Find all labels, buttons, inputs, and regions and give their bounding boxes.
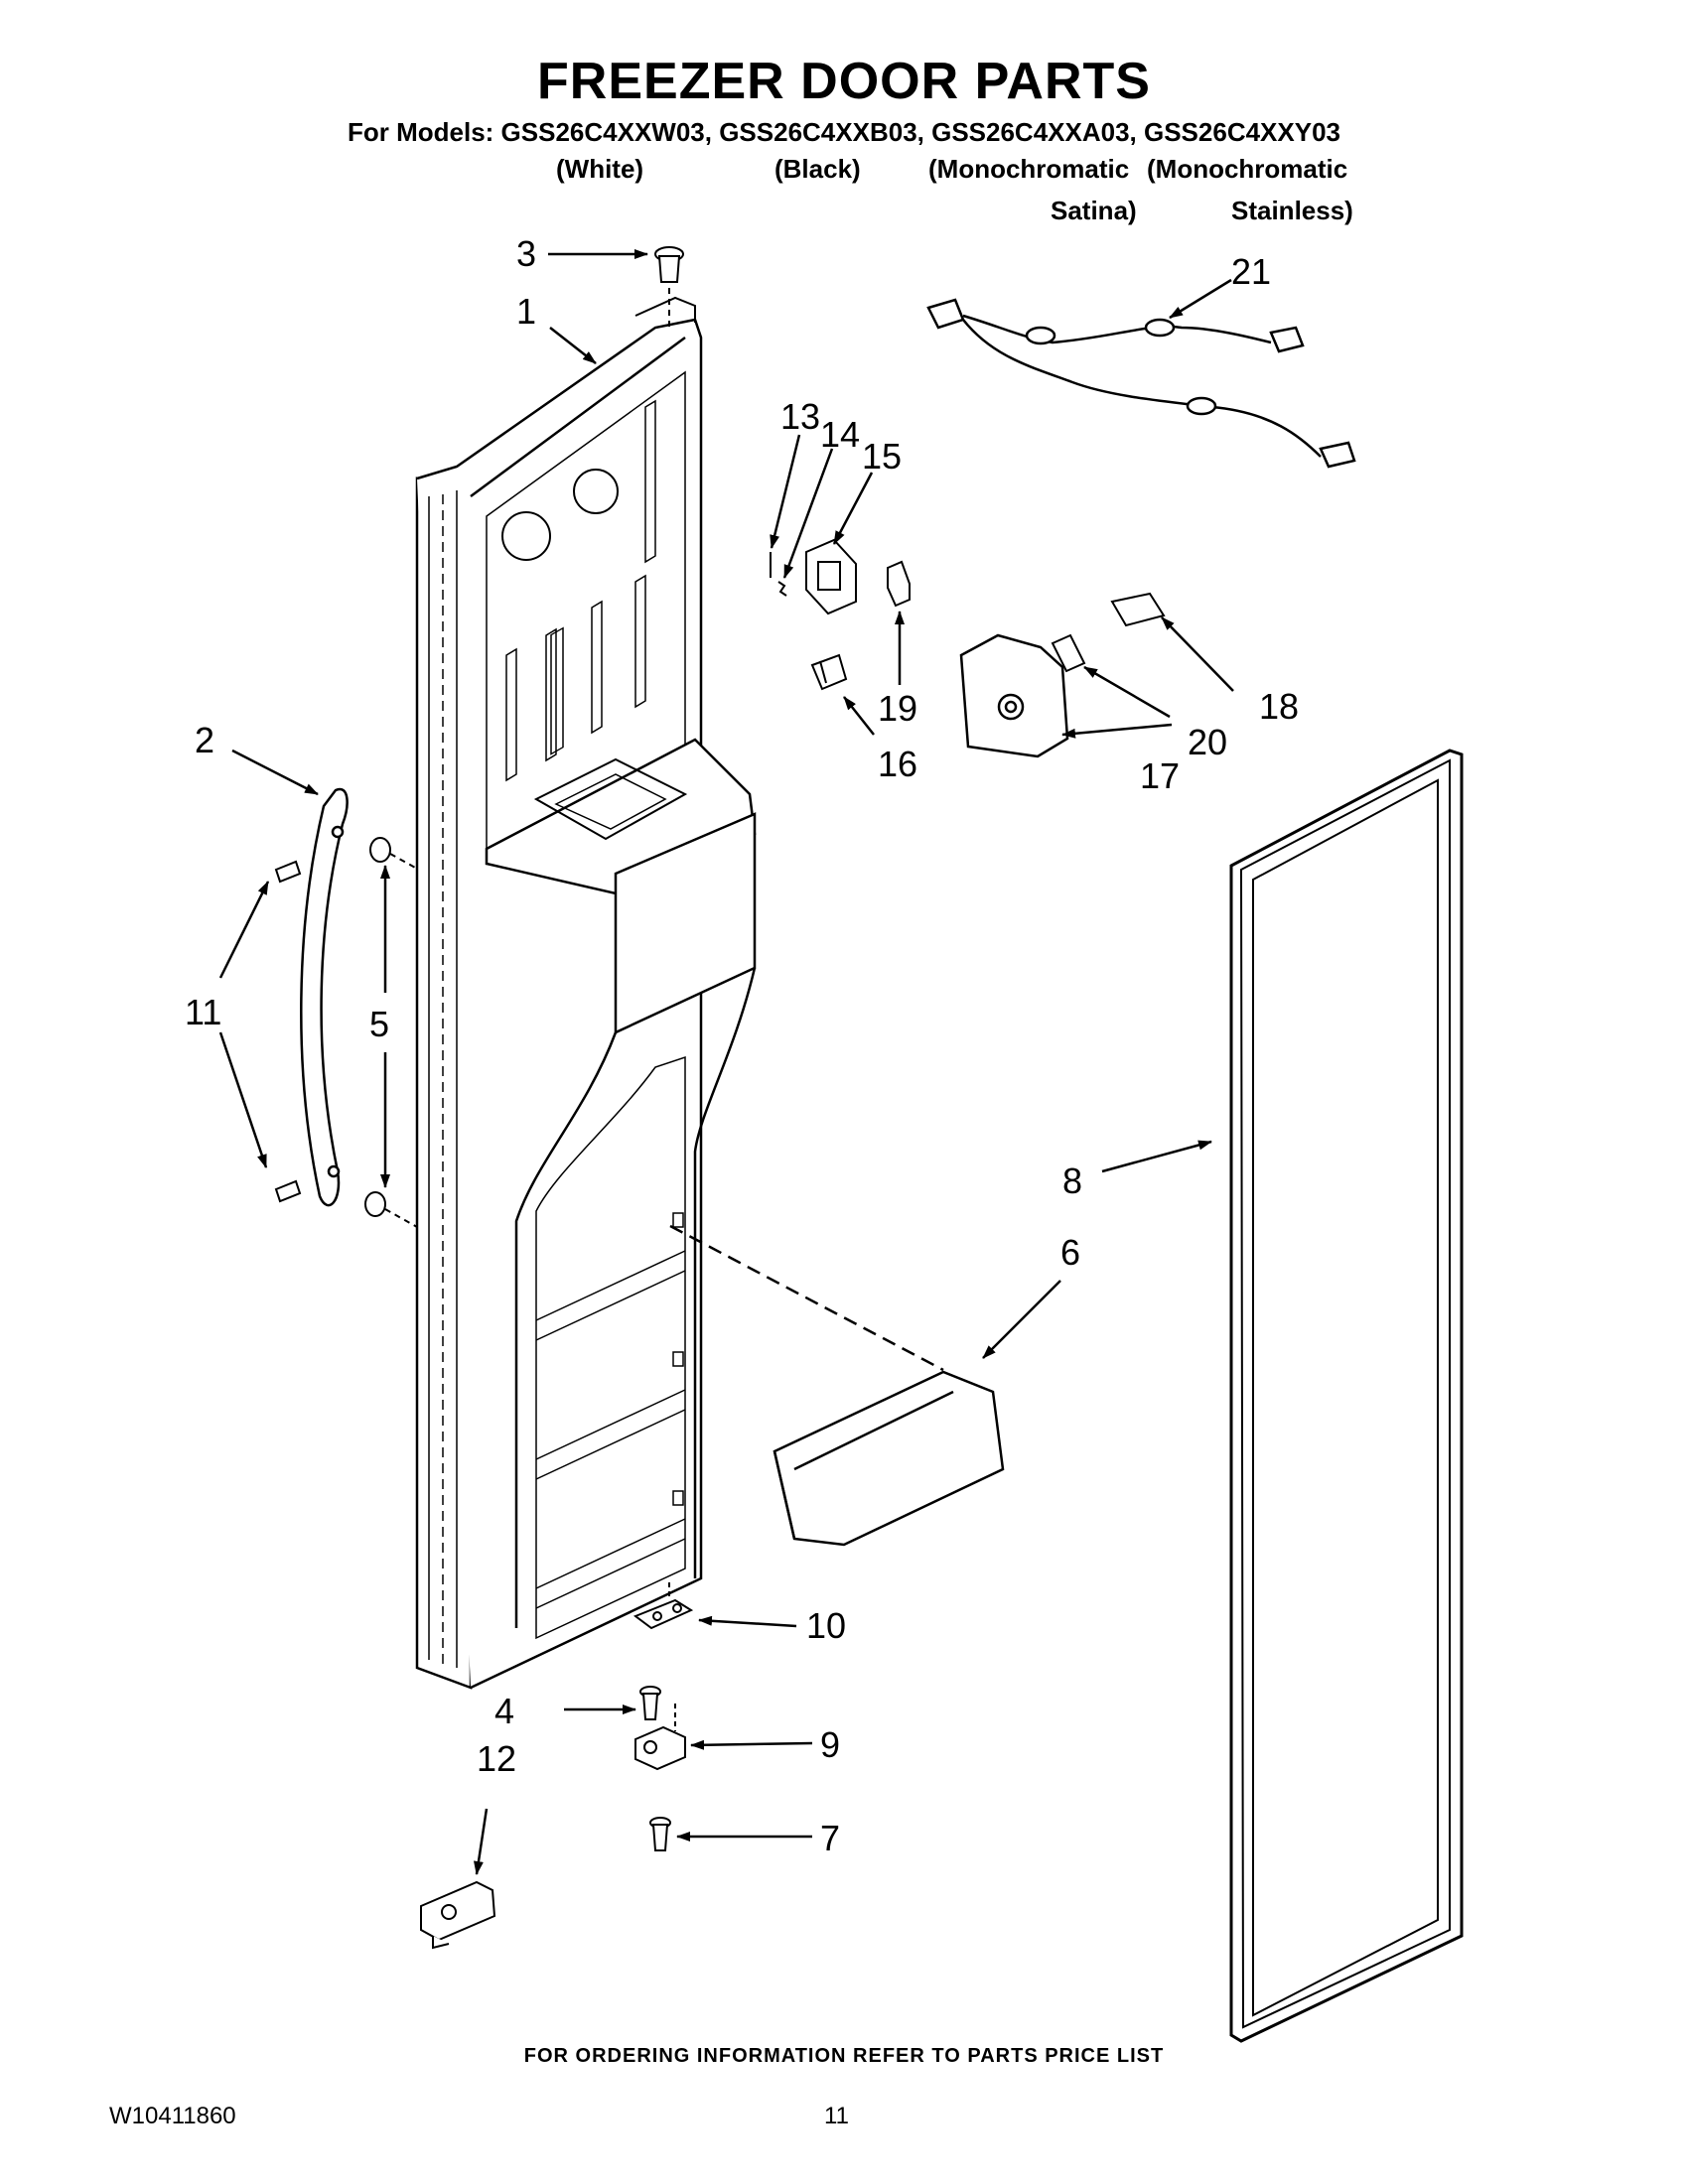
part-handle-stud-bottom: [274, 1179, 302, 1203]
variant-monochromatic-satina-line2: Satina): [1051, 196, 1137, 225]
callout-9: 9: [820, 1724, 840, 1765]
callout-17: 17: [1140, 755, 1180, 796]
variant-monochromatic-satina-line1: (Monochromatic: [928, 154, 1130, 184]
variant-white: (White): [556, 154, 644, 184]
part-hinge-bushing-9: [634, 1704, 686, 1771]
callout-6: 6: [1060, 1232, 1080, 1273]
part-control-clip-20: [1051, 633, 1086, 673]
part-switch-housing: [805, 538, 857, 615]
models-line: For Models: GSS26C4XXW03, GSS26C4XXB03, …: [348, 117, 1340, 147]
part-hinge-cover-12: [420, 1880, 496, 1950]
variant-black: (Black): [774, 154, 861, 184]
part-handle-spacer-top: [369, 837, 418, 870]
variant-monochromatic-stainless-line2: Stainless): [1231, 196, 1353, 225]
callout-1: 1: [516, 291, 536, 332]
part-door-gasket: [1229, 749, 1464, 2043]
part-control-housing: [959, 633, 1069, 758]
part-wire-harness: [926, 298, 1356, 469]
callout-arrows: [218, 249, 1234, 1875]
variant-monochromatic-stainless-line1: (Monochromatic: [1147, 154, 1348, 184]
callout-10: 10: [806, 1605, 846, 1646]
callout-8: 8: [1062, 1160, 1082, 1201]
part-door-handle: [300, 787, 349, 1207]
part-hinge-plate-10: [633, 1582, 694, 1630]
callout-14: 14: [820, 414, 860, 455]
callout-19: 19: [878, 688, 917, 729]
callout-2: 2: [195, 720, 214, 760]
callout-7: 7: [820, 1818, 840, 1858]
callout-3: 3: [516, 233, 536, 274]
callout-12: 12: [477, 1738, 516, 1779]
callout-16: 16: [878, 744, 917, 784]
part-handle-stud-top: [274, 860, 302, 884]
ordering-note: FOR ORDERING INFORMATION REFER TO PARTS …: [523, 2045, 1165, 2067]
part-handle-spacer-bottom: [364, 1191, 418, 1228]
part-door-bin: [669, 1224, 1005, 1547]
callout-4: 4: [494, 1691, 514, 1731]
part-control-board-18: [1110, 592, 1166, 627]
callout-11: 11: [185, 992, 221, 1032]
callout-18: 18: [1259, 686, 1299, 727]
document-number: W10411860: [109, 2103, 236, 2129]
page-title: FREEZER DOOR PARTS: [537, 53, 1151, 110]
callout-20: 20: [1188, 722, 1227, 762]
part-switch-19: [887, 560, 911, 608]
part-switch-spring: [777, 581, 787, 597]
page-number: 11: [824, 2103, 849, 2129]
callout-13: 13: [780, 396, 820, 437]
part-screw-4: [639, 1686, 661, 1720]
part-door-liner: [415, 296, 757, 1690]
callout-21: 21: [1231, 251, 1271, 292]
callout-5: 5: [369, 1004, 389, 1044]
part-switch-bracket-16: [810, 653, 848, 691]
part-screw-7: [649, 1817, 671, 1851]
callout-15: 15: [862, 436, 902, 477]
part-door-plug: [654, 246, 684, 328]
